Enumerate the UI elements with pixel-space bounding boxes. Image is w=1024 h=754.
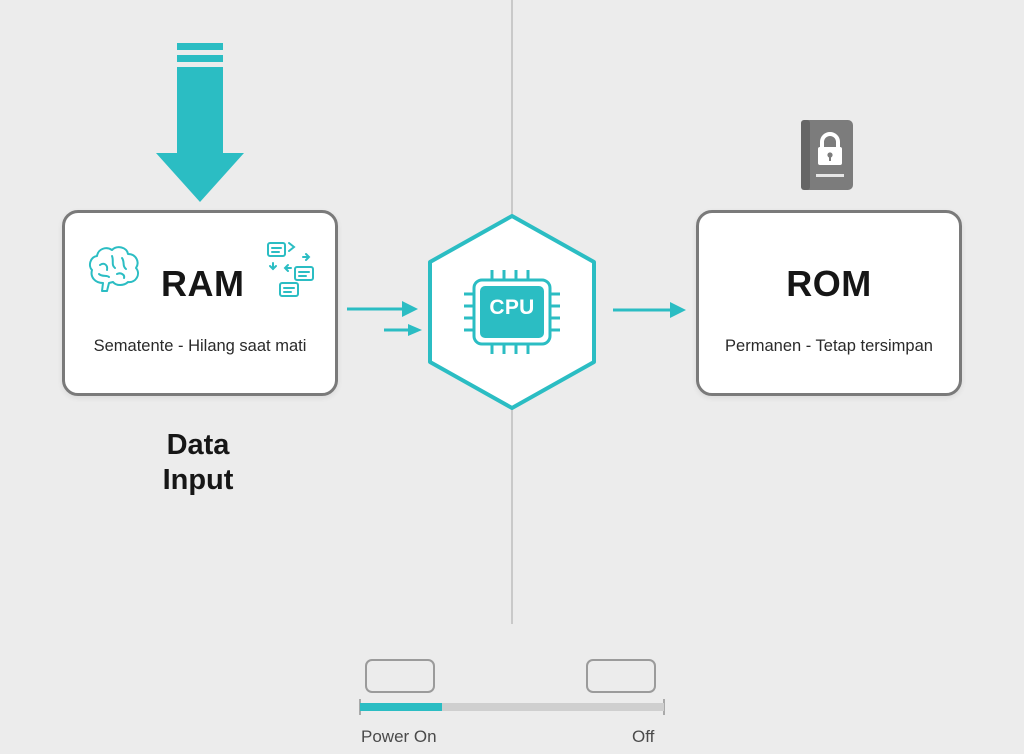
data-exchange-icon <box>267 242 314 297</box>
data-input-label: Data Input <box>128 428 268 498</box>
power-slider[interactable] <box>360 703 664 711</box>
chip-icon <box>464 270 560 354</box>
ram-title: RAM <box>161 263 245 304</box>
power-slider-end-tick <box>663 699 665 715</box>
data-input-line-2: Input <box>162 464 234 496</box>
power-on-button[interactable] <box>365 659 435 693</box>
data-input-line-1: Data <box>166 429 230 461</box>
power-on-label: Power On <box>361 727 437 746</box>
power-off-label: Off <box>632 727 655 746</box>
locked-book-icon <box>801 120 853 190</box>
ram-to-cpu-arrows <box>347 301 422 336</box>
ram-card: RAM Sematente - Hilang saat mati <box>62 210 338 396</box>
power-off-button[interactable] <box>586 659 656 693</box>
rom-title: ROM <box>786 263 872 304</box>
down-arrow-icon <box>156 43 244 202</box>
cpu-to-rom-arrow <box>613 302 686 318</box>
cpu-hexagon <box>428 214 596 410</box>
rom-card: ROM Permanen - Tetap tersimpan <box>696 210 962 396</box>
rom-description: Permanen - Tetap tersimpan <box>725 337 933 355</box>
brain-icon <box>88 246 139 292</box>
power-slider-fill <box>360 703 442 711</box>
ram-description: Sematente - Hilang saat mati <box>93 337 307 355</box>
cpu-label: CPU <box>489 296 535 319</box>
